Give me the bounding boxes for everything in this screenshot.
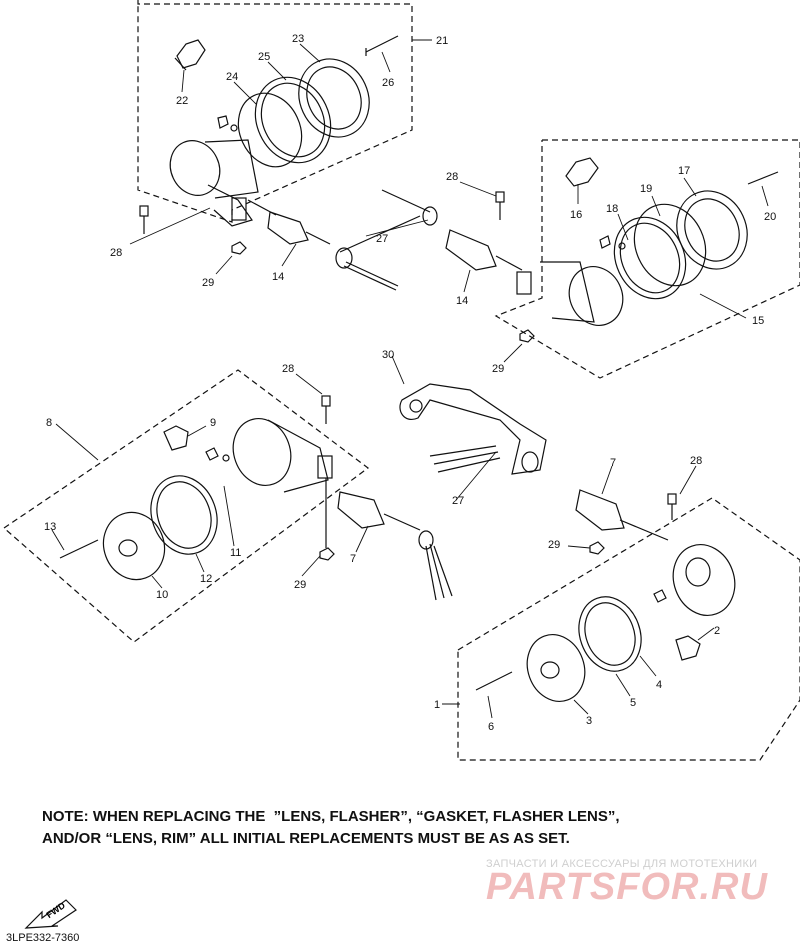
part-label: 28 <box>446 171 458 183</box>
rear-right-flasher <box>422 157 779 343</box>
watermark-logo: PARTSFOR.RU <box>486 866 768 908</box>
flasher-bracket <box>399 383 547 475</box>
part-label: 26 <box>382 77 394 89</box>
watermark-tagline: ЗАПЧАСТИ И АКСЕССУАРЫ ДЛЯ МОТОТЕХНИКИ <box>486 858 758 870</box>
part-label: 17 <box>678 165 690 177</box>
parts-diagram: 21 22 23 24 25 26 28 29 14 27 28 14 16 1… <box>3 0 800 761</box>
part-label: 6 <box>488 721 494 733</box>
part-label: 22 <box>176 95 188 107</box>
part-label: 5 <box>630 697 636 709</box>
note-line-1: NOTE: WHEN REPLACING THE ”LENS, FLASHER”… <box>42 808 620 825</box>
part-label: 10 <box>156 589 168 601</box>
part-label: 13 <box>44 521 56 533</box>
front-left-flasher <box>59 395 453 601</box>
part-label: 7 <box>610 457 616 469</box>
part-label: 21 <box>436 35 448 47</box>
part-label: 8 <box>46 417 52 429</box>
part-label: 28 <box>282 363 294 375</box>
part-label: 27 <box>376 233 388 245</box>
assembly-outline-rear-left <box>137 0 413 223</box>
front-right-flasher <box>475 489 736 702</box>
part-label: 29 <box>294 579 306 591</box>
assembly-outline-rear-right <box>494 139 800 379</box>
assembly-outline-front-left <box>3 369 370 643</box>
part-label: 28 <box>110 247 122 259</box>
part-label: 2 <box>714 625 720 637</box>
part-label: 24 <box>226 71 238 83</box>
part-label: 29 <box>202 277 214 289</box>
part-label: 16 <box>570 209 582 221</box>
fwd-arrow-icon: FWD <box>24 899 77 929</box>
part-label: 28 <box>690 455 702 467</box>
part-label: 11 <box>230 547 241 559</box>
part-label: 1 <box>434 699 440 711</box>
part-label: 29 <box>548 539 560 551</box>
part-label: 29 <box>492 363 504 375</box>
note-line-2: AND/OR “LENS, RIM” ALL INITIAL REPLACEME… <box>42 830 570 847</box>
part-label: 27 <box>452 495 464 507</box>
part-label: 9 <box>210 417 216 429</box>
leader-lines <box>51 39 769 719</box>
part-label: 3 <box>586 715 592 727</box>
diagram-code: 3LPE332-7360 <box>6 932 80 944</box>
replacement-note: NOTE: WHEN REPLACING THE ”LENS, FLASHER”… <box>42 806 762 850</box>
part-label: 25 <box>258 51 270 63</box>
part-label: 20 <box>764 211 776 223</box>
rear-left-flasher <box>139 35 431 291</box>
part-label: 23 <box>292 33 304 45</box>
part-label: 4 <box>656 679 662 691</box>
part-label: 19 <box>640 183 652 195</box>
part-label: 15 <box>752 315 764 327</box>
part-label: 12 <box>200 573 212 585</box>
assembly-outline-front-right <box>457 497 800 761</box>
fwd-label: FWD <box>44 900 67 920</box>
part-label: 18 <box>606 203 618 215</box>
part-label: 14 <box>272 271 284 283</box>
part-label: 14 <box>456 295 468 307</box>
part-label: 30 <box>382 349 394 361</box>
part-labels: 21 22 23 24 25 26 28 29 14 27 28 14 16 1… <box>44 33 776 733</box>
part-label: 7 <box>350 553 356 565</box>
